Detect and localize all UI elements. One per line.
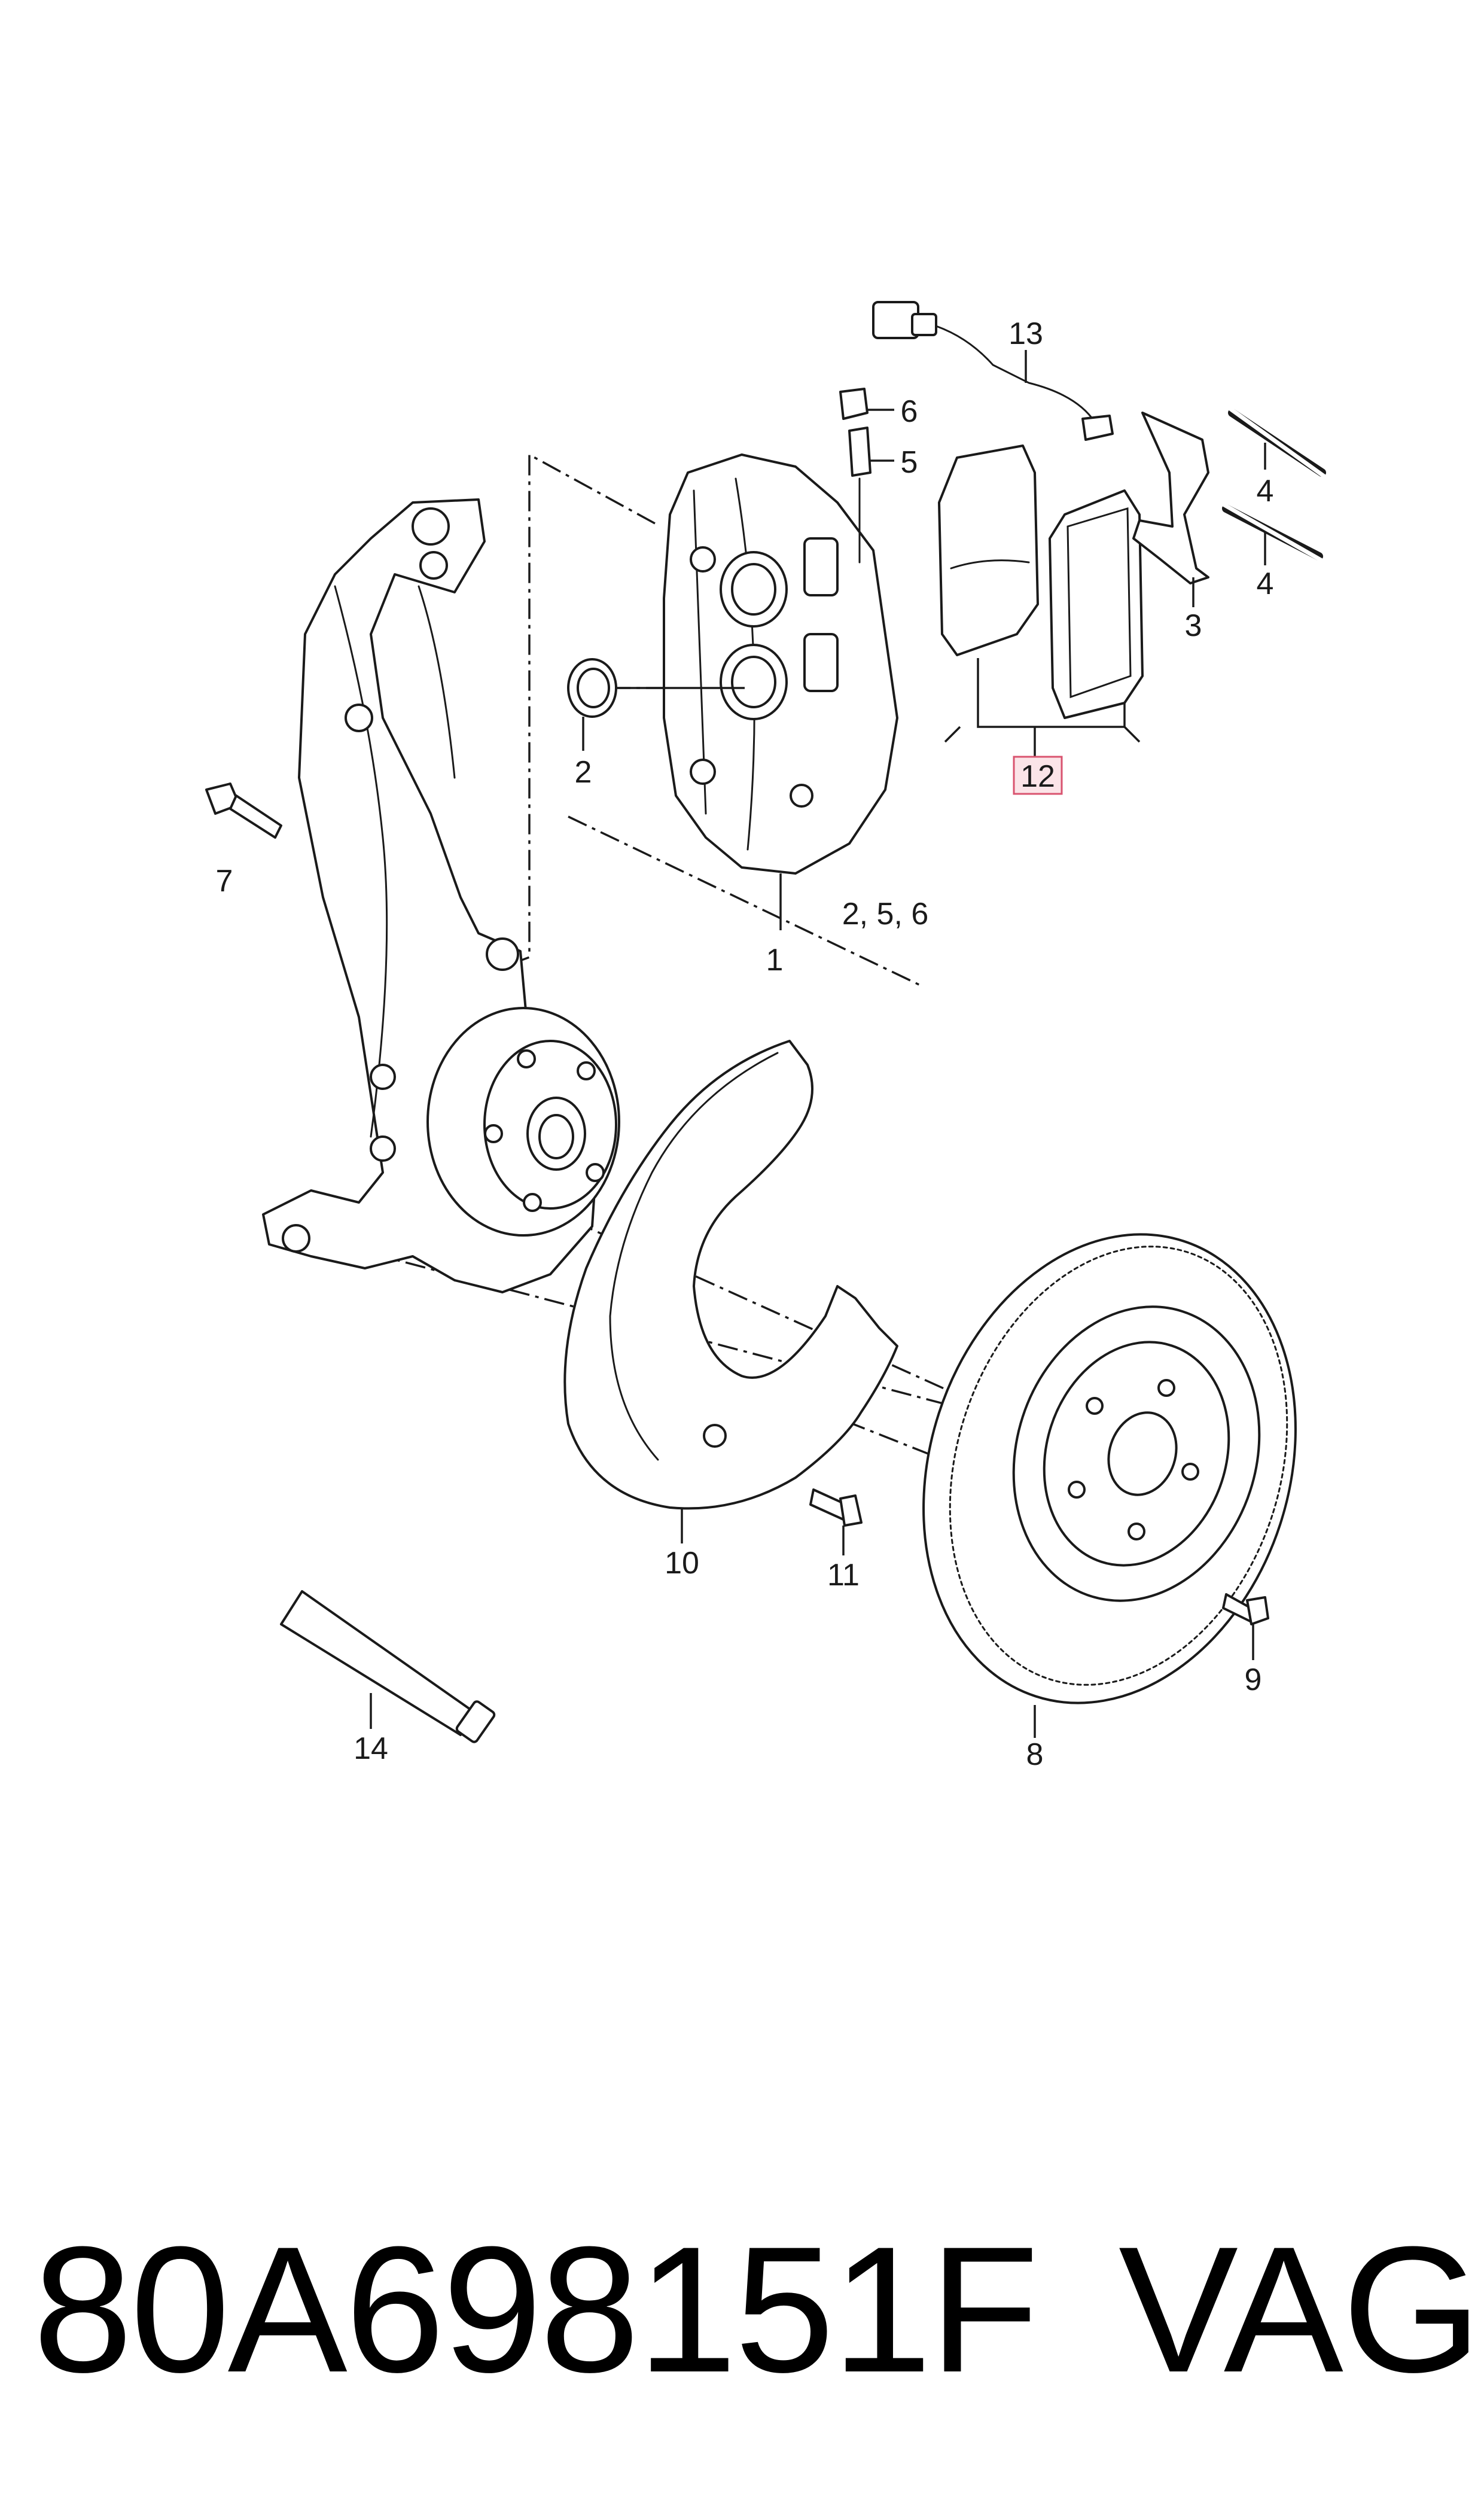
callout-13: 13 [1008, 316, 1043, 351]
brake-disc-8 [922, 1233, 1297, 1738]
callout-6: 6 [901, 394, 918, 429]
callout-2: 2 [575, 755, 592, 790]
callout-8: 8 [1026, 1737, 1044, 1772]
callout-5: 5 [901, 445, 918, 480]
splash-shield-10 [563, 1040, 898, 1543]
callout-9: 9 [1245, 1663, 1262, 1697]
part-number: 80A698151F [33, 2209, 1039, 2410]
guide-pin-4-upper [1227, 406, 1327, 479]
brand-name: VAG [1119, 2209, 1482, 2410]
steering-knuckle [262, 498, 620, 1293]
disc-screw-9 [1222, 1593, 1269, 1660]
callout-10: 10 [665, 1546, 699, 1581]
callout-4-upper: 4 [1257, 474, 1274, 509]
callout-7: 7 [216, 864, 233, 899]
piston-seal-2 [567, 658, 617, 751]
callout-14: 14 [354, 1731, 388, 1766]
bleed-screw-5 [848, 427, 894, 564]
callout-4-lower: 4 [1257, 567, 1274, 601]
callout-2-5-6: 2, 5, 6 [842, 897, 929, 931]
brake-caliper [616, 453, 898, 930]
callout-labels: 1 2 2, 5, 6 3 4 4 5 6 7 8 9 10 11 12 13 … [216, 316, 1274, 1772]
guide-pin-4-lower [1221, 502, 1324, 565]
callout-1: 1 [766, 943, 784, 978]
callout-12: 12 [1020, 759, 1055, 794]
callout-3: 3 [1185, 608, 1202, 643]
wear-sensor-13 [872, 301, 1114, 441]
bleed-valve-cap-6 [839, 388, 894, 420]
brake-pads [938, 444, 1144, 757]
grease-tube-14 [280, 1590, 496, 1743]
shield-bolt-11 [809, 1488, 863, 1555]
highlight-box-12 [1013, 756, 1063, 795]
caliper-bolt-7 [205, 783, 282, 839]
pad-spring-3 [1132, 412, 1209, 607]
callout-11: 11 [827, 1558, 860, 1593]
